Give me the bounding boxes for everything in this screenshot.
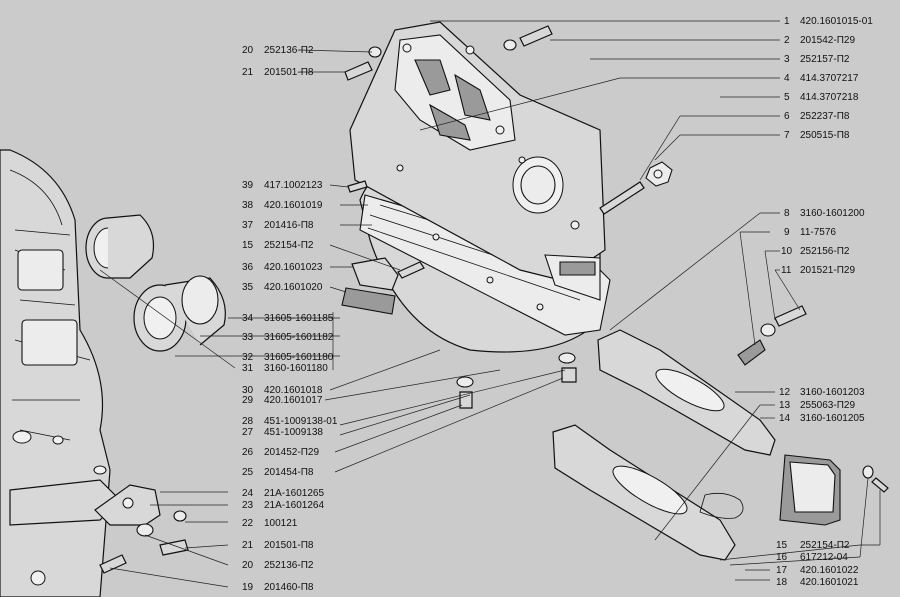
callout-number: 11 (781, 265, 792, 276)
part-code: 420.1601017 (264, 395, 323, 406)
part-code: 201460-П8 (264, 582, 314, 593)
part-code: 414.3707218 (800, 92, 859, 103)
part-code: 252156-П2 (800, 246, 850, 257)
callout-number: 18 (776, 577, 788, 588)
callout-number: 10 (781, 246, 793, 257)
part-code: 201521-П29 (800, 265, 855, 276)
part-code: 252157-П2 (800, 54, 850, 65)
part-code: 420.1601023 (264, 262, 323, 273)
callout-number: 38 (242, 200, 254, 211)
callout-number: 20 (242, 45, 254, 56)
callout-number: 26 (242, 447, 254, 458)
part-code: 201501-П8 (264, 540, 314, 551)
callouts-right: 1 420.1601015-01 2 201542-П29 3 252157-П… (776, 16, 873, 588)
part-code: 201542-П29 (800, 35, 855, 46)
callout-number: 22 (242, 518, 254, 529)
part-code: 31605-1601180 (264, 352, 334, 363)
callout-number: 15 (776, 540, 788, 551)
part-code: 420.1601015-01 (800, 16, 873, 27)
callout-number: 6 (784, 111, 790, 122)
part-code: 21А-1601264 (264, 500, 324, 511)
part-code: 250515-П8 (800, 130, 850, 141)
callout-number: 25 (242, 467, 254, 478)
fasteners (94, 25, 889, 574)
part-code: 420.1601020 (264, 282, 323, 293)
part-code: 252154-П2 (264, 240, 314, 251)
callout-number: 13 (779, 400, 791, 411)
clutch-housing (349, 21, 611, 353)
callout-number: 35 (242, 282, 254, 293)
part-code: 451-1009138-01 (264, 416, 338, 427)
part-code: 420.1601019 (264, 200, 323, 211)
callout-number: 27 (242, 427, 254, 438)
part-code: 31605-1601182 (264, 332, 334, 343)
part-code: 252154-П2 (800, 540, 850, 551)
callout-number: 19 (242, 582, 254, 593)
part-code: 201501-П8 (264, 67, 314, 78)
part-code: 3160-1601200 (800, 208, 865, 219)
clutch-fork (552, 329, 841, 561)
part-code: 201454-П8 (264, 467, 314, 478)
callout-number: 30 (242, 385, 254, 396)
callout-number: 17 (776, 565, 788, 576)
callout-number: 34 (242, 313, 254, 324)
callout-number: 28 (242, 416, 254, 427)
callout-number: 4 (784, 73, 790, 84)
leader-lines (99, 20, 881, 588)
part-code: 417.1002123 (264, 180, 323, 191)
part-code: 420.1601022 (800, 565, 859, 576)
part-code: 31605-1601185 (264, 313, 334, 324)
callout-number: 2 (784, 35, 790, 46)
callout-number: 1 (784, 16, 790, 27)
engine-block (0, 149, 121, 597)
callout-number: 12 (779, 387, 791, 398)
part-code: 420.1601021 (800, 577, 859, 588)
part-code: 451-1009138 (264, 427, 323, 438)
callout-number: 5 (784, 92, 790, 103)
callout-number: 23 (242, 500, 254, 511)
callout-number: 7 (784, 130, 790, 141)
part-code: 252136-П2 (264, 45, 314, 56)
part-code: 11-7576 (800, 227, 836, 238)
callout-number: 21 (242, 540, 254, 551)
part-code: 252136-П2 (264, 560, 314, 571)
part-code: 201452-П29 (264, 447, 319, 458)
part-code: 201416-П8 (264, 220, 314, 231)
part-code: 617212-04 (800, 552, 848, 563)
part-code: 3160-1601205 (800, 413, 865, 424)
callout-number: 37 (242, 220, 254, 231)
callout-number: 15 (242, 240, 254, 251)
callouts-left: 20 252136-П2 21 201501-П8 39 417.1002123… (242, 45, 338, 593)
callout-number: 8 (784, 208, 790, 219)
callout-number: 9 (784, 227, 790, 238)
callout-number: 29 (242, 395, 254, 406)
part-code: 3160-1601203 (800, 387, 865, 398)
callout-number: 24 (242, 488, 254, 499)
part-code: 100121 (264, 518, 298, 529)
part-code: 414.3707217 (800, 73, 859, 84)
callout-number: 14 (779, 413, 791, 424)
callout-number: 3 (784, 54, 790, 65)
part-code: 21А-1601265 (264, 488, 324, 499)
callout-number: 16 (776, 552, 788, 563)
callout-number: 21 (242, 67, 254, 78)
callout-number: 39 (242, 180, 254, 191)
part-code: 252237-П8 (800, 111, 850, 122)
part-code: 420.1601018 (264, 385, 323, 396)
callout-number: 36 (242, 262, 254, 273)
callout-number: 32 (242, 352, 254, 363)
callout-number: 33 (242, 332, 254, 343)
callout-number: 20 (242, 560, 254, 571)
part-code: 3160-1601180 (264, 363, 328, 374)
callout-number: 31 (242, 363, 254, 374)
release-bearing-group (85, 214, 226, 352)
part-code: 255063-П29 (800, 400, 855, 411)
